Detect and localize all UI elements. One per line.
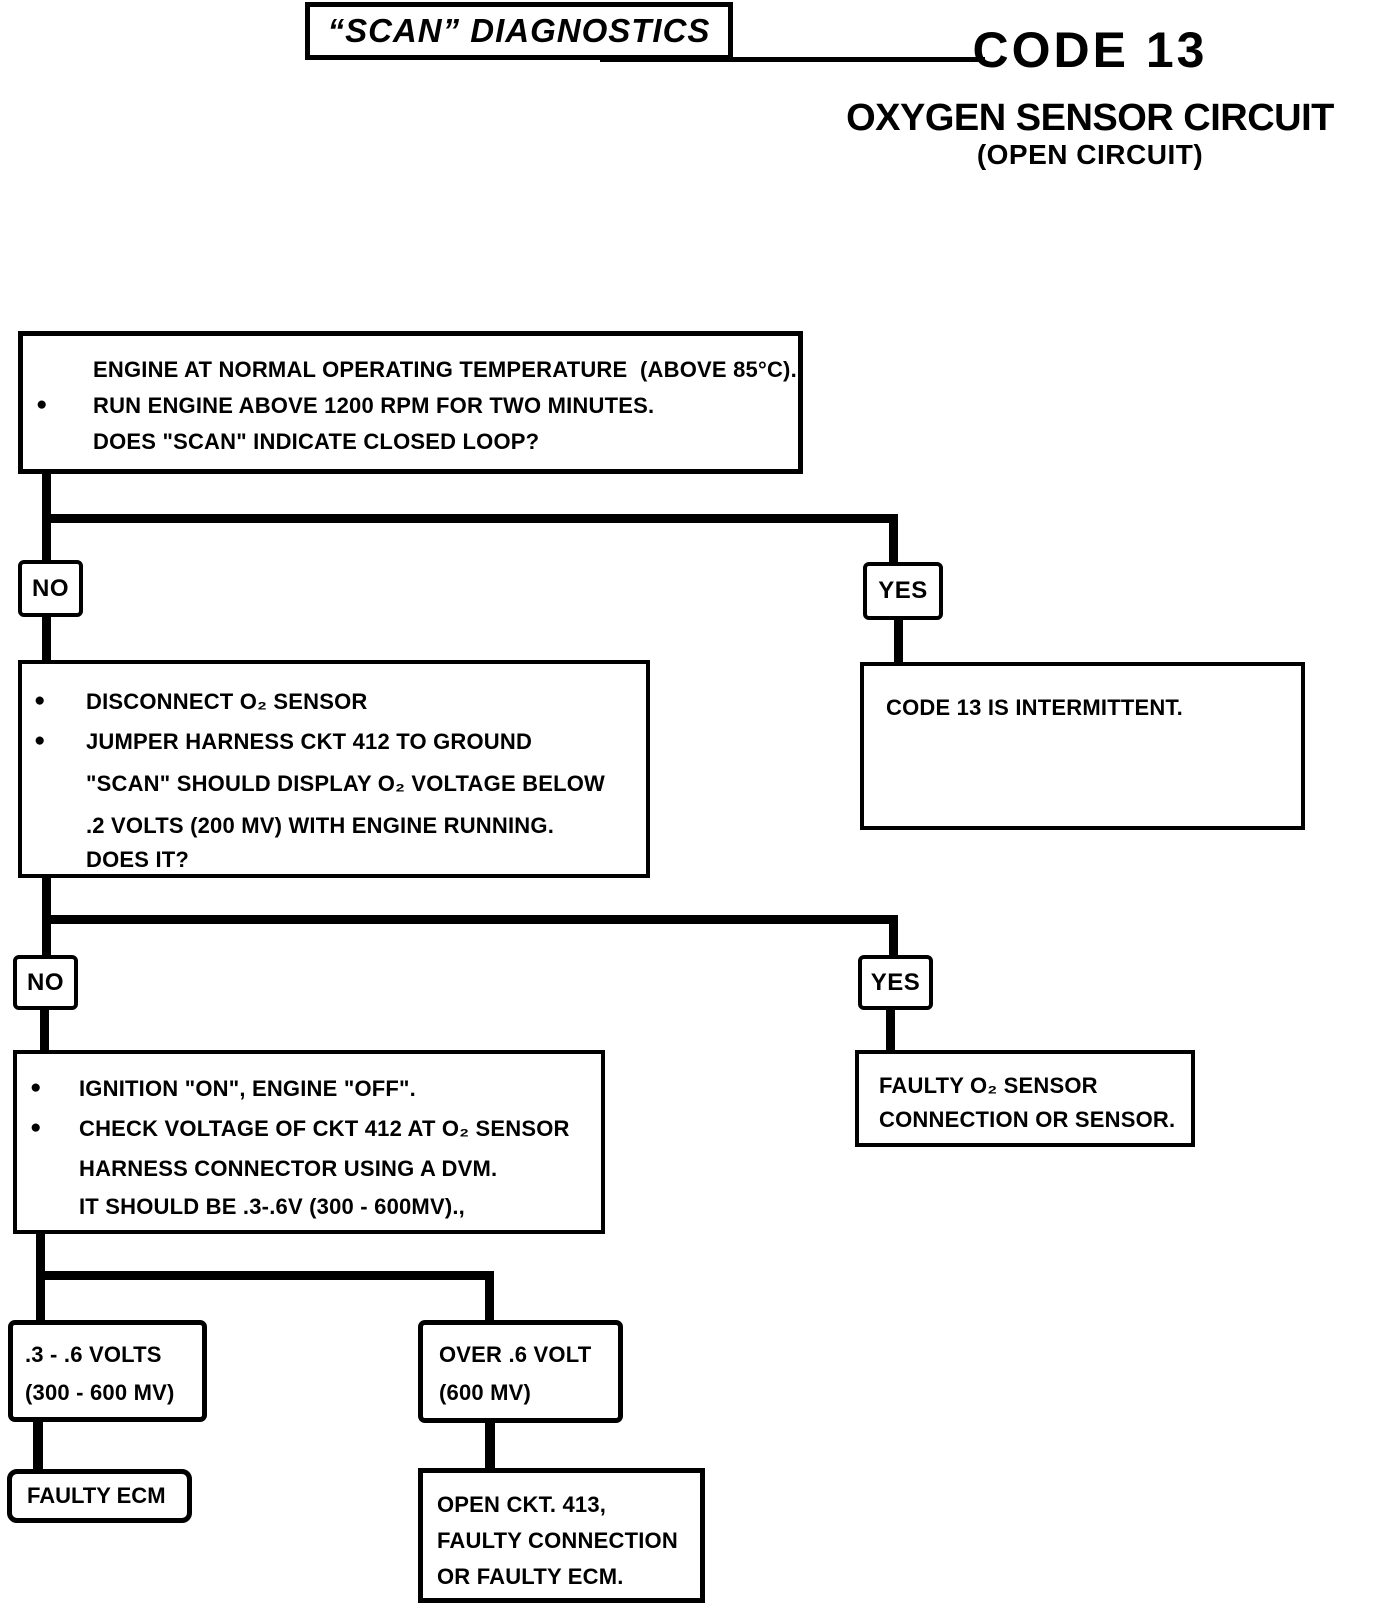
bullet-icon: ● bbox=[30, 1117, 42, 1138]
step2-line-1: DISCONNECT O₂ SENSOR bbox=[86, 689, 368, 714]
connector-step3-horizontal bbox=[36, 1271, 494, 1280]
step3-box: ● IGNITION "ON", ENGINE "OFF". ● CHECK V… bbox=[13, 1050, 605, 1234]
decision-no-1-label: NO bbox=[32, 574, 69, 602]
open-ckt-line-3: OR FAULTY ECM. bbox=[437, 1564, 624, 1589]
decision-no-1: NO bbox=[18, 560, 83, 617]
decision-no-2-label: NO bbox=[27, 968, 64, 996]
heading-circuit: OXYGEN SENSOR CIRCUIT bbox=[846, 96, 1334, 139]
step1-line-3: DOES "SCAN" INDICATE CLOSED LOOP? bbox=[93, 429, 540, 454]
faulty-ecm-box: FAULTY ECM bbox=[7, 1469, 192, 1523]
step2-box: ● DISCONNECT O₂ SENSOR ● JUMPER HARNESS … bbox=[18, 660, 650, 878]
step2-line-5: DOES IT? bbox=[86, 847, 190, 872]
connector-step3-right-drop bbox=[485, 1271, 494, 1322]
step2-line-4: .2 VOLTS (200 MV) WITH ENGINE RUNNING. bbox=[86, 813, 555, 838]
connector-volts-right-down bbox=[485, 1421, 495, 1470]
scan-diagnostics-title-box: “SCAN” DIAGNOSTICS bbox=[305, 2, 733, 60]
volts-over-box: OVER .6 VOLT (600 MV) bbox=[418, 1320, 623, 1423]
open-ckt-box: OPEN CKT. 413, FAULTY CONNECTION OR FAUL… bbox=[418, 1468, 705, 1603]
connector-step2-yes-drop bbox=[889, 915, 898, 957]
connector-step1-horizontal bbox=[42, 514, 898, 523]
volts-in-range-line-2: (300 - 600 MV) bbox=[25, 1380, 175, 1405]
faulty-sensor-line-1: FAULTY O₂ SENSOR bbox=[879, 1073, 1098, 1098]
step3-line-2: CHECK VOLTAGE OF CKT 412 AT O₂ SENSOR bbox=[79, 1116, 570, 1141]
volts-in-range-box: .3 - .6 VOLTS (300 - 600 MV) bbox=[8, 1320, 207, 1422]
decision-no-2: NO bbox=[13, 955, 78, 1010]
decision-yes-2: YES bbox=[858, 955, 933, 1010]
volts-over-line-2: (600 MV) bbox=[439, 1380, 532, 1405]
connector-step2-horizontal bbox=[42, 915, 898, 924]
title-underline bbox=[600, 57, 985, 62]
step2-line-3: "SCAN" SHOULD DISPLAY O₂ VOLTAGE BELOW bbox=[86, 771, 606, 796]
step3-line-3: HARNESS CONNECTOR USING A DVM. bbox=[79, 1156, 498, 1181]
connector-yes1-down bbox=[894, 618, 903, 664]
page-heading: CODE 13 OXYGEN SENSOR CIRCUIT (OPEN CIRC… bbox=[840, 24, 1340, 169]
intermittent-box: CODE 13 IS INTERMITTENT. bbox=[860, 662, 1305, 830]
step3-line-4: IT SHOULD BE .3-.6V (300 - 600MV)., bbox=[79, 1194, 465, 1219]
step3-line-1: IGNITION "ON", ENGINE "OFF". bbox=[79, 1076, 416, 1101]
decision-yes-2-label: YES bbox=[870, 968, 921, 996]
bullet-icon: ● bbox=[36, 394, 48, 415]
bullet-icon: ● bbox=[34, 730, 46, 751]
connector-no1-down bbox=[42, 615, 51, 662]
faulty-sensor-line-2: CONNECTION OR SENSOR. bbox=[879, 1107, 1176, 1132]
intermittent-line-1: CODE 13 IS INTERMITTENT. bbox=[886, 695, 1183, 720]
connector-step1-yes-drop bbox=[889, 514, 898, 564]
volts-over-line-1: OVER .6 VOLT bbox=[439, 1342, 592, 1367]
heading-subtitle: (OPEN CIRCUIT) bbox=[976, 138, 1204, 170]
faulty-ecm-label: FAULTY ECM bbox=[27, 1483, 166, 1508]
step1-line-2: RUN ENGINE ABOVE 1200 RPM FOR TWO MINUTE… bbox=[93, 393, 655, 418]
bullet-icon: ● bbox=[30, 1077, 42, 1098]
connector-volts-left-down bbox=[33, 1420, 43, 1471]
bullet-icon: ● bbox=[34, 690, 46, 711]
open-ckt-line-1: OPEN CKT. 413, bbox=[437, 1492, 607, 1517]
connector-yes2-down bbox=[886, 1008, 895, 1052]
volts-in-range-line-1: .3 - .6 VOLTS bbox=[25, 1342, 162, 1367]
decision-yes-1-label: YES bbox=[878, 577, 928, 604]
step1-line-1: ENGINE AT NORMAL OPERATING TEMPERATURE (… bbox=[93, 357, 797, 382]
step1-box: ENGINE AT NORMAL OPERATING TEMPERATURE (… bbox=[18, 331, 803, 474]
scan-diagnostics-title: “SCAN” DIAGNOSTICS bbox=[327, 12, 711, 49]
open-ckt-line-2: FAULTY CONNECTION bbox=[437, 1528, 678, 1553]
decision-yes-1: YES bbox=[863, 562, 943, 620]
connector-no2-down bbox=[40, 1008, 49, 1052]
faulty-sensor-box: FAULTY O₂ SENSOR CONNECTION OR SENSOR. bbox=[855, 1050, 1195, 1147]
step2-line-2: JUMPER HARNESS CKT 412 TO GROUND bbox=[86, 729, 533, 754]
heading-code: CODE 13 bbox=[972, 22, 1208, 78]
